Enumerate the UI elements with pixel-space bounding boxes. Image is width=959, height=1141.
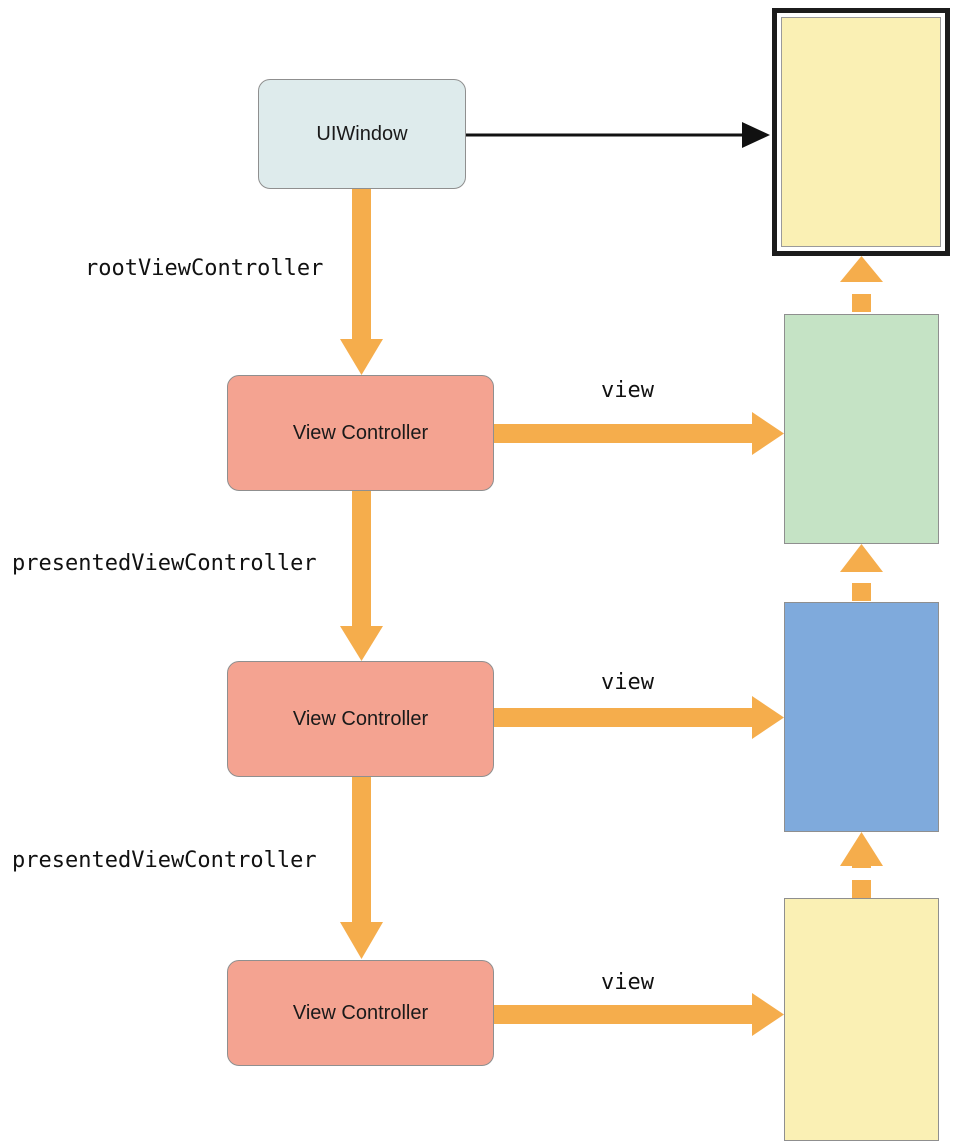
node-uiwindow[interactable]: UIWindow [258,79,466,189]
edge-label-presented-view-controller-2: presentedViewController [12,848,317,873]
arrow-vc2-to-blue-view [494,696,784,739]
node-view-blue[interactable] [784,602,939,832]
arrow-vc1-to-green-view [494,412,784,455]
node-view-green[interactable] [784,314,939,544]
edge-label-presented-view-controller-1: presentedViewController [12,551,317,576]
node-device-screen[interactable] [772,8,950,256]
node-view-controller-1[interactable]: View Controller [227,375,494,491]
arrow-vc3-to-yellow-view [494,993,784,1036]
node-view-controller-3[interactable]: View Controller [227,960,494,1066]
edge-label-root-view-controller: rootViewController [85,256,324,281]
node-view-controller-2-label: View Controller [292,708,429,730]
edge-label-view-2: view [601,670,654,695]
arrow-green-view-to-screen [840,256,883,312]
node-view-controller-3-label: View Controller [292,1002,429,1024]
arrow-window-to-vc1 [340,189,383,375]
node-view-controller-2[interactable]: View Controller [227,661,494,777]
edge-label-view-3: view [601,970,654,995]
arrow-yellow-view-to-blue-view [840,832,883,898]
arrow-blue-view-to-green-view [840,544,883,601]
node-uiwindow-label: UIWindow [316,123,408,145]
node-view-controller-1-label: View Controller [292,422,429,444]
device-screen-content [781,17,941,247]
node-view-yellow[interactable] [784,898,939,1141]
edge-label-view-1: view [601,378,654,403]
arrow-vc2-to-vc3 [340,777,383,959]
arrow-vc1-to-vc2 [340,491,383,661]
arrow-window-to-screen [466,122,770,148]
